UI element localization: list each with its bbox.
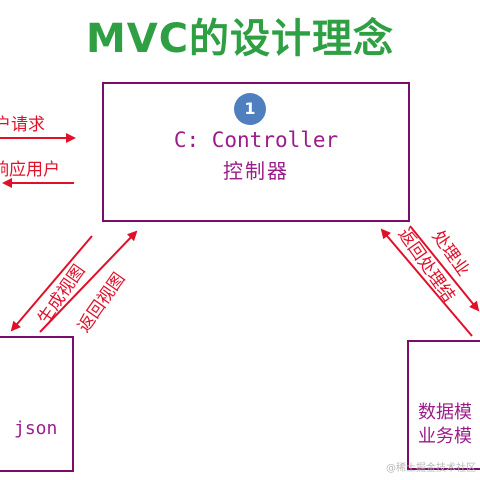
watermark: @稀土掘金技术社区 (386, 463, 476, 474)
controller-subtitle: 控制器 (223, 159, 289, 183)
view-label: json (14, 418, 58, 439)
model-label-business: 业务模 (418, 426, 472, 447)
model-box (407, 340, 480, 470)
page-title: MVC的设计理念 (85, 16, 395, 62)
respond-user-label: 响应用户 (0, 160, 60, 180)
model-label-data: 数据模 (418, 402, 472, 423)
arrow-process (409, 225, 480, 312)
controller-title: C: Controller (173, 128, 339, 152)
arrow-generate-view (10, 235, 93, 332)
user-request-label: 户请求 (0, 115, 45, 135)
arrow-return-process (380, 228, 473, 337)
arrow-return-view (39, 230, 138, 333)
step-badge: 1 (234, 93, 266, 125)
view-box (0, 336, 74, 472)
